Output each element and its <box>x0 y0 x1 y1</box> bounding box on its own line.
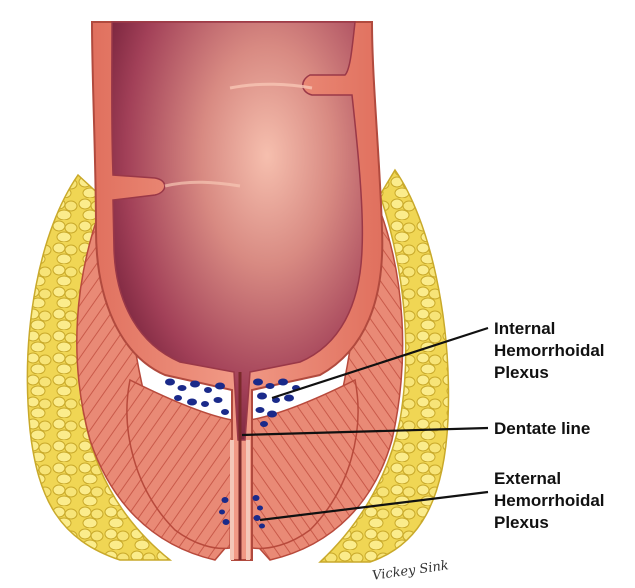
artist-signature: Vickey Sink <box>371 558 449 584</box>
dentate-line-label: Dentate line <box>494 419 590 438</box>
external-plexus-label-line1: External <box>494 469 561 488</box>
internal-plexus-label-line3: Plexus <box>494 363 549 382</box>
external-plexus-label-line3: Plexus <box>494 513 549 532</box>
internal-plexus-label-line1: Internal <box>494 319 555 338</box>
internal-plexus-label-line2: Hemorrhoidal <box>494 341 605 360</box>
external-plexus-label-line2: Hemorrhoidal <box>494 491 605 510</box>
